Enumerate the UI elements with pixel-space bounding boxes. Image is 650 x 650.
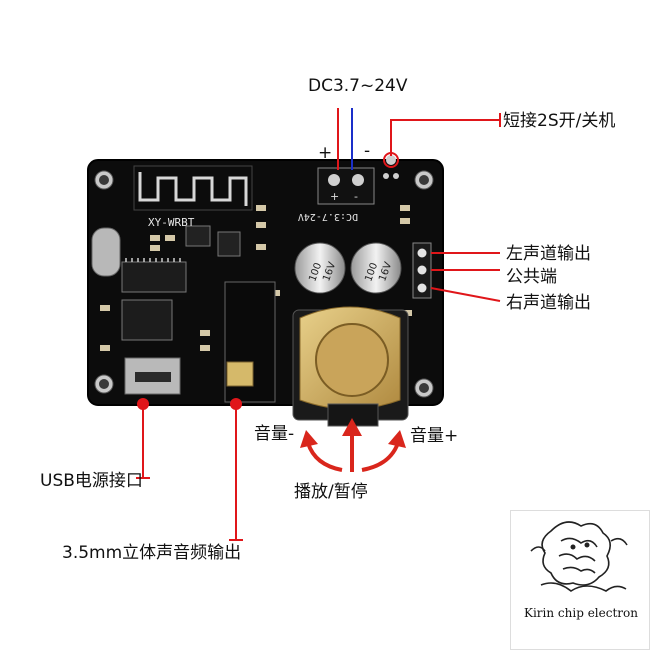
dragon-logo-icon	[530, 521, 628, 592]
board-voltage-silk: DC:3.7-24V	[298, 211, 358, 222]
right-channel-label: 右声道输出	[506, 293, 591, 313]
control-arrows	[300, 418, 406, 472]
usb-label: USB电源接口	[40, 471, 143, 491]
crystal	[91, 227, 121, 277]
bt-chip	[121, 261, 187, 293]
svg-text:+: +	[330, 190, 339, 203]
switch-pad	[386, 155, 396, 165]
pcb-board: XY-WRBT DC:3.7-24V + - 100 16V 100 16V	[87, 155, 444, 427]
play-pause-label: 播放/暂停	[294, 482, 368, 502]
amp-chip	[121, 299, 173, 341]
power-terminal	[317, 167, 375, 205]
antenna-trace	[138, 172, 248, 206]
watermark-text: Kirin chip electron	[524, 606, 638, 620]
minus-label: -	[364, 141, 371, 161]
rotary-knob	[292, 306, 409, 427]
watermark-logo: Kirin chip electron	[510, 510, 650, 650]
common-label: 公共端	[506, 267, 557, 287]
volume-down-label: 音量-	[254, 424, 295, 444]
volume-up-label: 音量+	[410, 426, 459, 446]
switch-label: 短接2S开/关机	[503, 111, 616, 131]
svg-text:-: -	[354, 190, 358, 203]
jack-label: 3.5mm立体声音频输出	[62, 543, 242, 563]
capacitor-left: 100 16V	[294, 242, 346, 294]
plus-label: +	[318, 143, 333, 163]
voltage-label: DC3.7~24V	[308, 76, 408, 96]
annotation-lines	[136, 108, 501, 541]
left-channel-label: 左声道输出	[506, 244, 591, 264]
board-model-silk: XY-WRBT	[148, 216, 195, 229]
capacitor-right: 100 16V	[350, 242, 402, 294]
